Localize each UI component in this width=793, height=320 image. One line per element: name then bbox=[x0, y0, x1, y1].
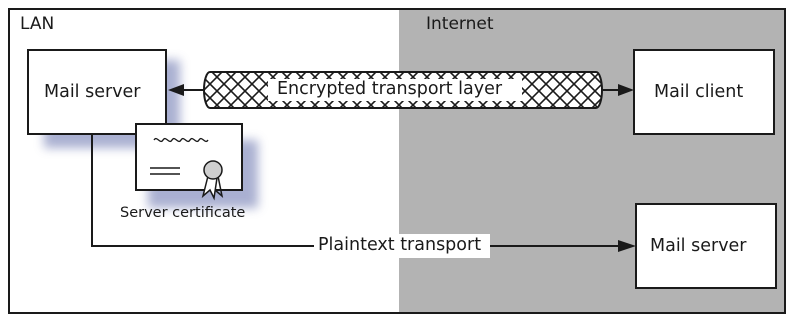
encrypted-arrowhead-right bbox=[618, 84, 634, 96]
internet-zone-label: Internet bbox=[426, 14, 494, 34]
mail-client-box bbox=[633, 49, 775, 135]
remote-mail-server-box bbox=[635, 203, 777, 289]
encrypted-tube bbox=[203, 71, 603, 109]
remote-mail-server-label: Mail server bbox=[650, 236, 747, 256]
plaintext-arrowhead bbox=[618, 240, 636, 252]
lan-zone-label: LAN bbox=[20, 14, 55, 34]
outer-border bbox=[8, 8, 786, 314]
certificate-card bbox=[135, 123, 243, 191]
plaintext-label-bg bbox=[314, 234, 490, 258]
certificate-signature bbox=[153, 137, 209, 143]
encrypted-arrowhead-left bbox=[168, 84, 184, 96]
encrypted-transport-label: Encrypted transport layer bbox=[277, 79, 503, 99]
mail-client-label: Mail client bbox=[654, 82, 744, 102]
encrypted-label-bg bbox=[268, 79, 522, 101]
server-certificate-label: Server certificate bbox=[120, 205, 246, 221]
certificate-seal-icon bbox=[201, 160, 224, 201]
local-mail-server-label: Mail server bbox=[44, 82, 141, 102]
plaintext-transport-label: Plaintext transport bbox=[318, 235, 482, 255]
local-mail-server-box bbox=[27, 49, 167, 135]
